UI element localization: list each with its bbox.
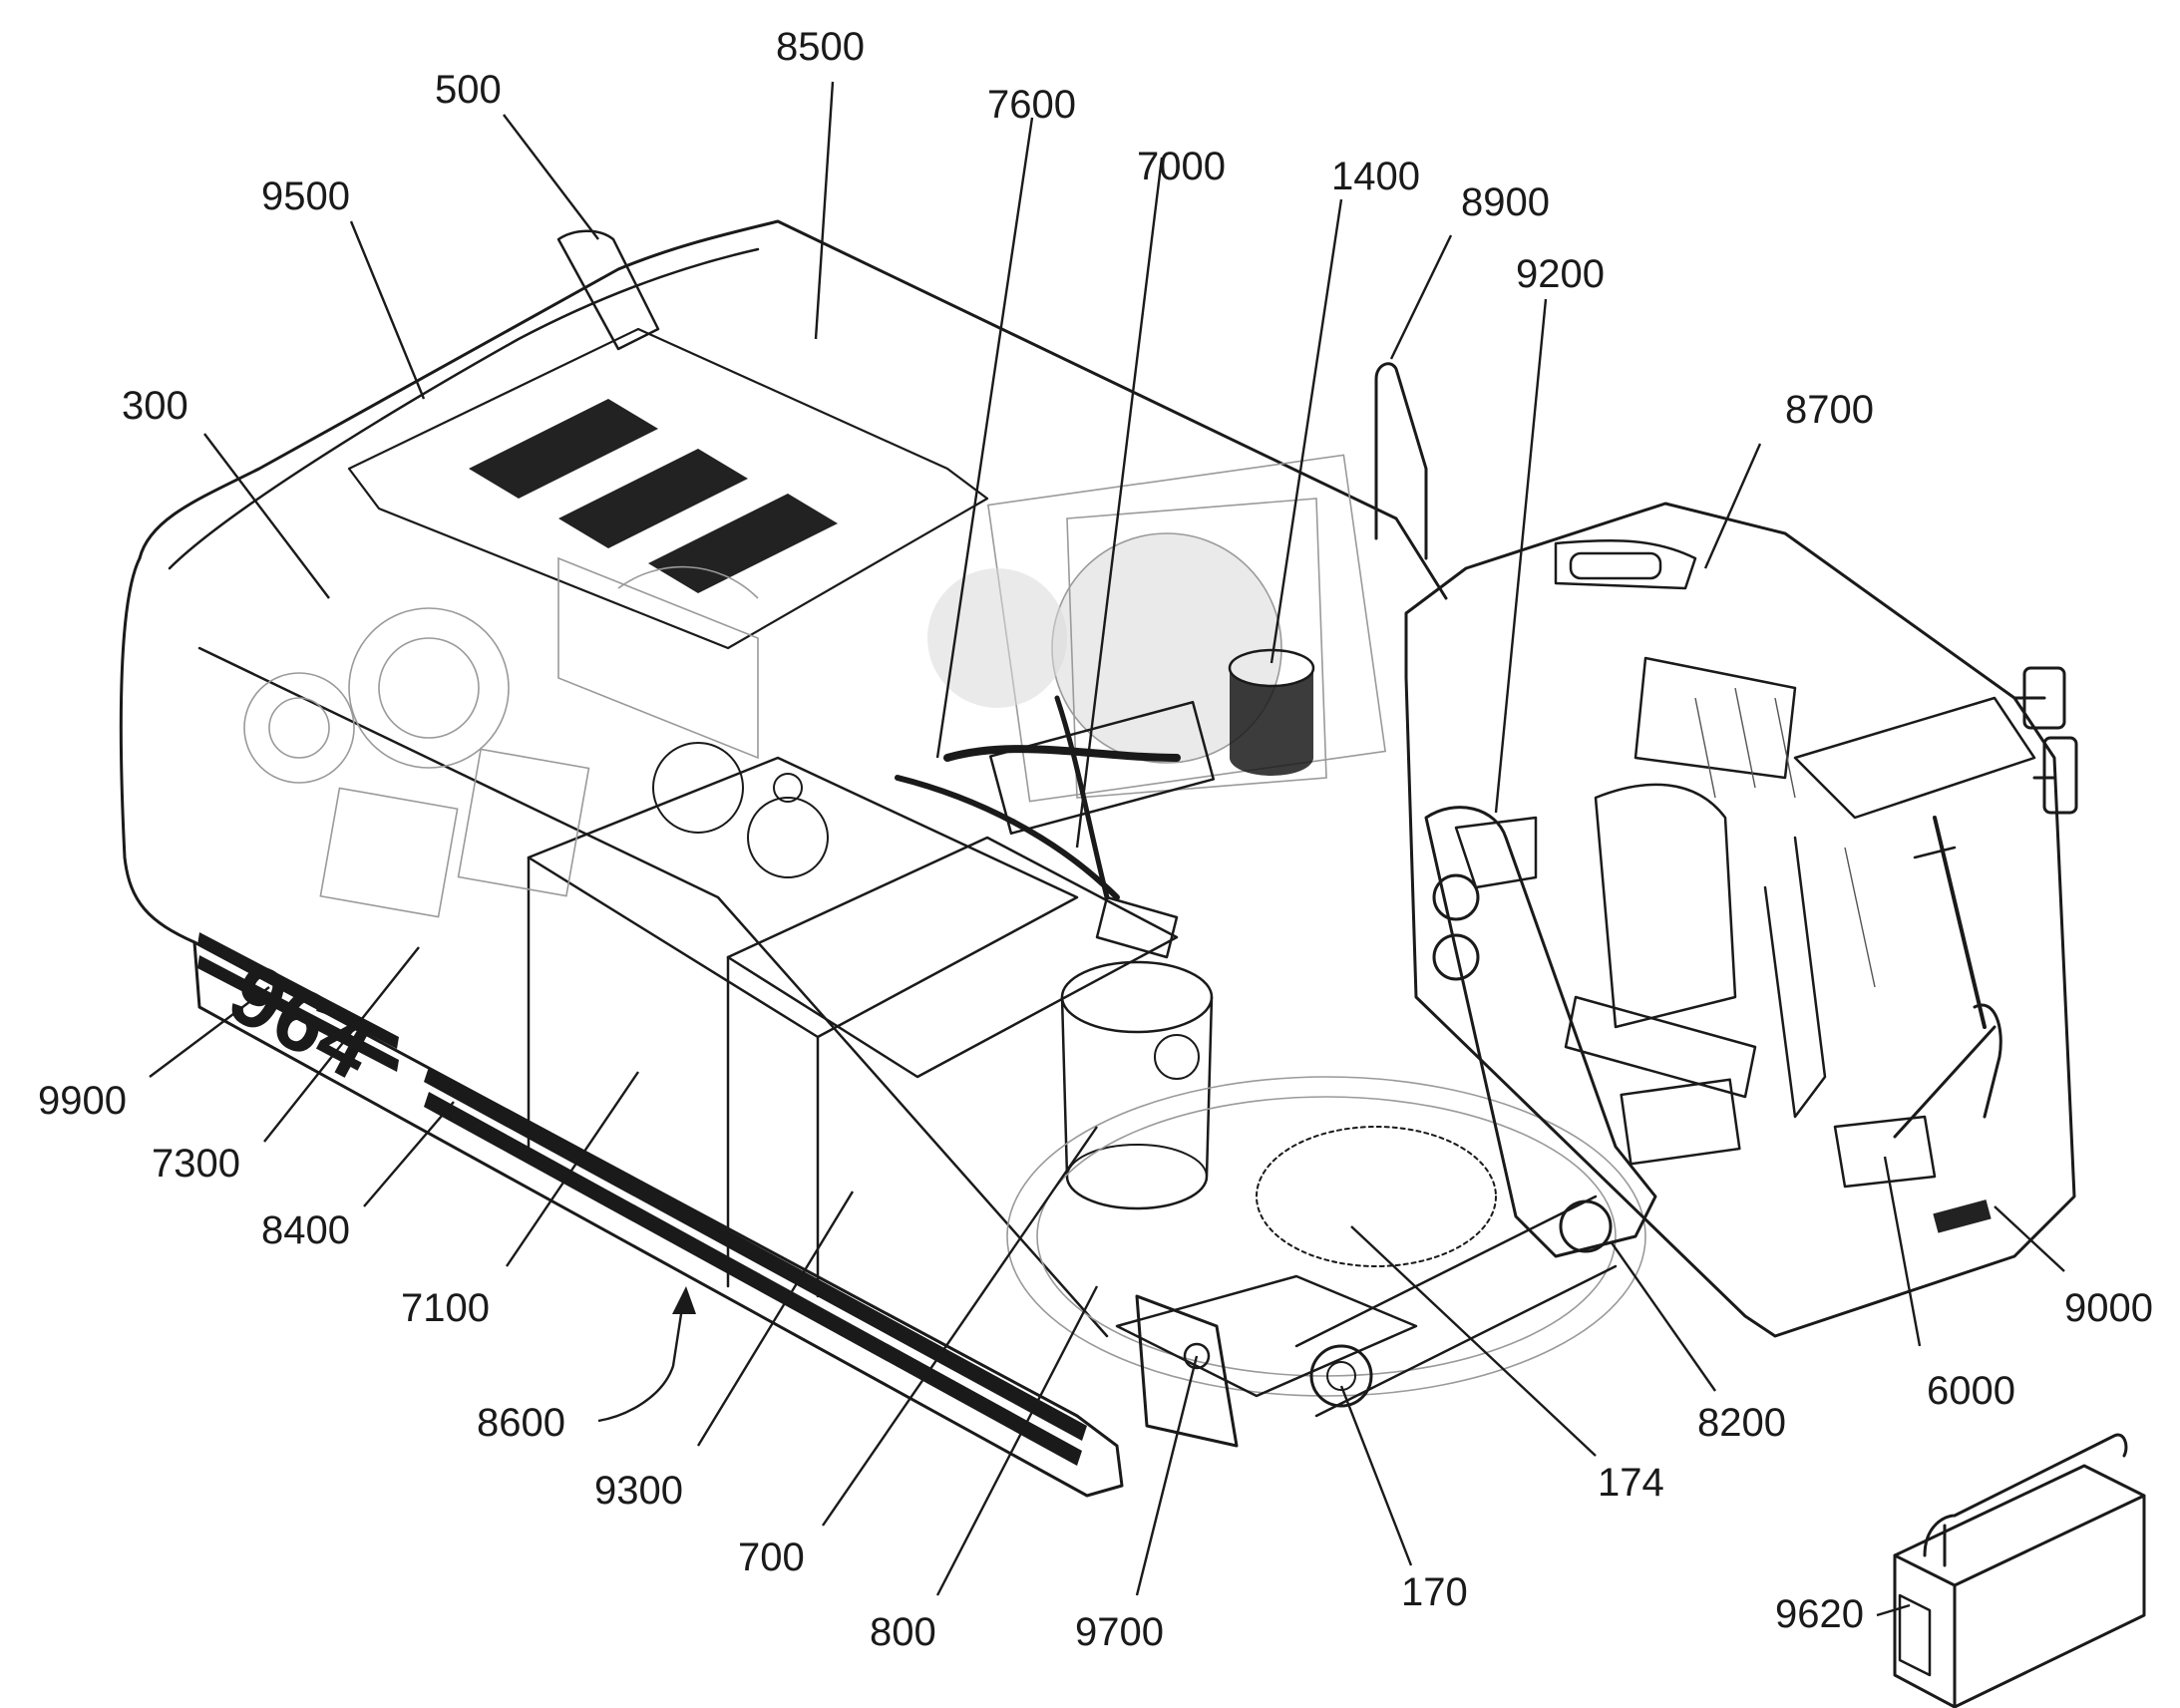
- leader-9900: [149, 986, 270, 1078]
- arrow-8600-head: [672, 1286, 696, 1314]
- callout-170: 170: [1401, 1570, 1468, 1614]
- callout-9900: 9900: [38, 1079, 127, 1123]
- callout-9500: 9500: [261, 174, 350, 218]
- grease-nipple: [1183, 1342, 1211, 1370]
- swing-ring-gear: [1006, 1076, 1646, 1397]
- leader-9500: [349, 220, 426, 400]
- callout-8200: 8200: [1697, 1401, 1786, 1445]
- rear-stripe: [197, 932, 399, 1049]
- air-filter-cylinder: [1228, 648, 1315, 776]
- leader-9300: [696, 1191, 855, 1447]
- hood-grille: [469, 399, 838, 593]
- hood-panel: [347, 327, 989, 650]
- callout-8500: 8500: [776, 25, 865, 69]
- hydraulic-tank-side: [527, 855, 820, 1298]
- swing-joint: [1060, 960, 1214, 1210]
- leader-8900: [1389, 234, 1453, 360]
- engine-hood-outline: [138, 219, 1448, 600]
- leader-8700: [1703, 443, 1762, 569]
- callout-7100: 7100: [401, 1286, 490, 1330]
- handrail: [1374, 362, 1428, 560]
- callout-9000: 9000: [2064, 1286, 2153, 1330]
- leader-lines: [149, 81, 2065, 1617]
- leader-9620: [1876, 1603, 1911, 1617]
- callout-700: 700: [738, 1536, 805, 1579]
- callout-9700: 9700: [1075, 1610, 1164, 1654]
- control-valve-hoses: [895, 695, 1216, 959]
- leader-7300: [263, 946, 420, 1143]
- hydraulic-tank-box: [527, 756, 1079, 1039]
- callout-labels: 8500 500 7600 7000 1400 8900 9500 9200 3…: [38, 25, 2153, 1654]
- leader-700: [822, 1126, 1098, 1527]
- side-stripe-1: [424, 1067, 1087, 1441]
- callout-8600: 8600: [477, 1401, 565, 1445]
- callout-9300: 9300: [594, 1469, 683, 1513]
- leader-9700: [1135, 1355, 1199, 1596]
- callout-6000: 6000: [1927, 1369, 2015, 1413]
- callout-174: 174: [1598, 1461, 1664, 1505]
- callout-300: 300: [122, 384, 188, 428]
- leader-6000: [1883, 1156, 1922, 1347]
- leader-300: [203, 433, 330, 599]
- leader-170: [1339, 1385, 1413, 1566]
- callout-8400: 8400: [261, 1208, 350, 1252]
- step-handle: [1135, 1294, 1239, 1448]
- side-body-panel: [192, 940, 1124, 1498]
- callout-8900: 8900: [1461, 180, 1550, 224]
- callout-500: 500: [435, 68, 502, 112]
- leader-8500: [814, 81, 835, 340]
- boom-mount-frame: [1294, 806, 1657, 1418]
- leader-8200: [1610, 1240, 1716, 1392]
- leader-7600: [935, 117, 1034, 759]
- callout-7600: 7600: [987, 83, 1076, 127]
- callout-7300: 7300: [152, 1142, 240, 1186]
- callout-7000: 7000: [1137, 145, 1226, 188]
- callout-9200: 9200: [1516, 252, 1605, 296]
- lower-plates: [1115, 1274, 1418, 1398]
- leader-174: [1350, 1225, 1597, 1457]
- leader-7000: [1075, 157, 1164, 849]
- leader-9000: [1994, 1205, 2065, 1272]
- side-stripe-2: [424, 1092, 1082, 1466]
- leader-8400: [363, 1101, 455, 1207]
- leader-800: [935, 1285, 1099, 1596]
- hood-rear-curve: [119, 556, 196, 944]
- callout-8700: 8700: [1785, 388, 1874, 432]
- engine-internals: [243, 556, 829, 918]
- leader-9200: [1494, 298, 1548, 814]
- rear-stripe-2: [197, 955, 399, 1072]
- leader-1400: [1270, 198, 1343, 664]
- exhaust-pipe: [556, 229, 660, 351]
- callout-9620: 9620: [1775, 1592, 1864, 1636]
- operator-cab: [1404, 502, 2078, 1338]
- fuel-tank-box: [726, 836, 1179, 1079]
- tool-box-drawing: [1893, 1433, 2146, 1708]
- leader-8600: [597, 1300, 685, 1423]
- leader-7100: [506, 1071, 639, 1267]
- counterweight-top-curve: [168, 247, 760, 570]
- leader-500: [503, 114, 599, 240]
- callout-800: 800: [870, 1610, 936, 1654]
- callout-1400: 1400: [1331, 155, 1420, 198]
- side-body-top-edge: [197, 646, 1109, 1338]
